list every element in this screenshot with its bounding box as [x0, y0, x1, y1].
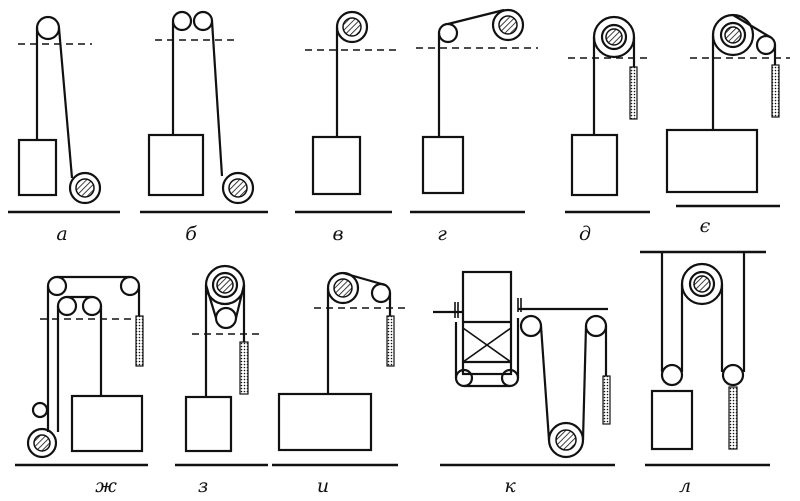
sheave-icon: [56, 295, 78, 317]
diagram-i: и: [272, 271, 408, 497]
car-box: [570, 133, 619, 197]
car-box: [277, 392, 373, 452]
car-box: [147, 133, 205, 197]
top-sheave-icon: [35, 15, 61, 41]
diagram-k: к: [433, 270, 615, 497]
sheave-icon: [81, 295, 103, 317]
drive-pulley-icon: [68, 171, 102, 205]
diagram-zh: ж: [15, 275, 148, 497]
car-box: [650, 389, 694, 451]
counterweight-icon: [728, 386, 738, 450]
drive-pulley-icon: [547, 421, 585, 459]
diagram-b: б: [140, 10, 268, 245]
counterweight-sheave-icon: [721, 363, 745, 387]
top-sheave-icon: [192, 10, 214, 32]
diagram-g: г: [410, 8, 538, 245]
top-sheave-icon: [171, 10, 193, 32]
counterweight-icon: [239, 341, 249, 395]
label-i: и: [317, 475, 329, 497]
diagram-z: з: [175, 264, 268, 497]
deflector-sheave-icon: [519, 314, 543, 338]
deflector-sheave-icon: [370, 282, 392, 304]
label-e: є: [700, 215, 711, 237]
car-box: [70, 394, 144, 453]
deflector-sheave-icon: [755, 34, 777, 56]
car-sheave-icon: [660, 363, 684, 387]
label-z: з: [198, 475, 208, 497]
car-box: [184, 395, 233, 453]
deflector-sheave-icon: [437, 22, 459, 44]
counterweight-icon: [771, 64, 780, 118]
label-d: д: [579, 223, 591, 245]
drive-pulley-icon: [26, 427, 58, 459]
counterweight-icon: [602, 375, 611, 425]
label-g: г: [437, 223, 447, 245]
car-box: [421, 135, 465, 195]
diagram-d: д: [565, 15, 650, 245]
car-box: [17, 138, 58, 197]
car-box: [311, 135, 362, 196]
label-zh: ж: [95, 475, 117, 497]
counterweight-icon: [629, 66, 638, 120]
counterweight-icon: [135, 315, 144, 367]
sheave-icon: [46, 275, 68, 297]
deflector-sheave-icon: [214, 306, 238, 330]
car-box: [665, 128, 759, 194]
diagram-l: л: [640, 250, 770, 497]
counterweight-icon: [386, 315, 395, 367]
diagram-v: в: [295, 10, 398, 245]
diagram-e: є: [665, 13, 790, 237]
diagram-a: а: [8, 15, 120, 245]
label-l: л: [679, 475, 691, 497]
label-a: а: [56, 223, 67, 245]
label-k: к: [504, 475, 516, 497]
drive-pulley-icon: [491, 8, 525, 42]
drive-pulley-icon: [221, 171, 255, 205]
deflector-sheave-icon: [584, 314, 608, 338]
label-b: б: [185, 223, 197, 245]
deflector-sheave-icon: [31, 401, 49, 419]
label-v: в: [332, 223, 343, 245]
sheave-icon: [119, 275, 141, 297]
